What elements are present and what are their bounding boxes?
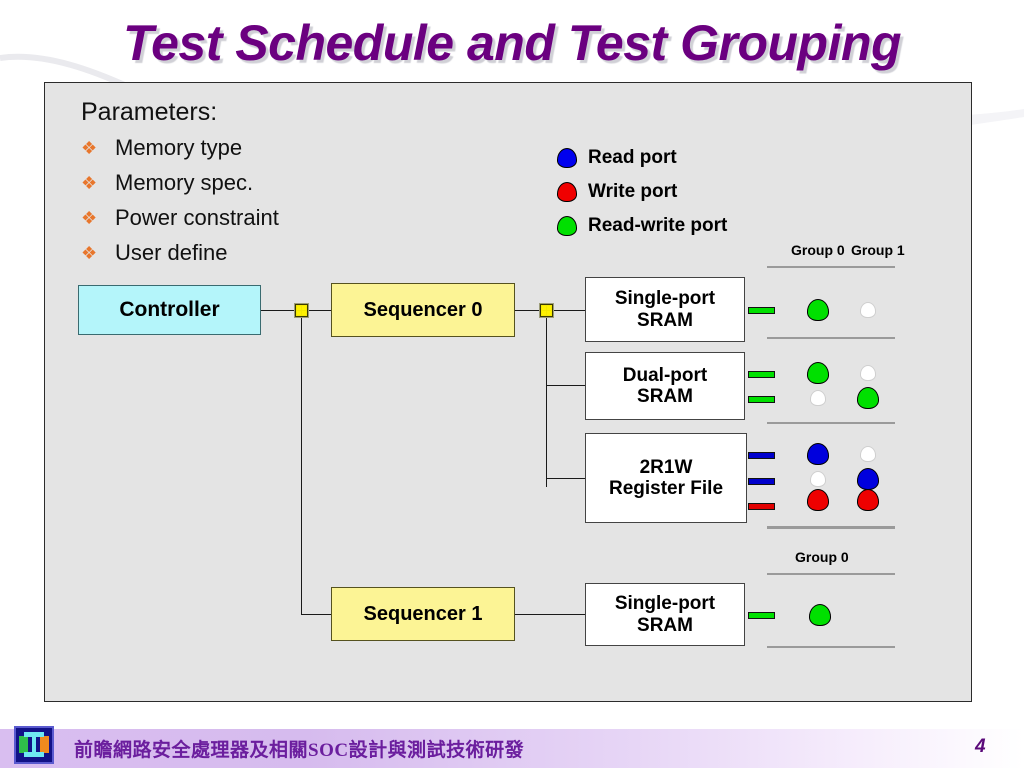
- group-marker-filled[interactable]: [807, 443, 829, 465]
- group-row-divider: [767, 422, 895, 424]
- parameter-item-power-constraint: ❖ Power constraint: [81, 203, 279, 232]
- group-marker-filled[interactable]: [807, 489, 829, 511]
- group-marker-filled[interactable]: [857, 387, 879, 409]
- parameter-label: Memory spec.: [115, 169, 254, 195]
- port-stub-write: [748, 503, 775, 510]
- block-sequencer-0[interactable]: Sequencer 0: [331, 283, 515, 337]
- group-marker-filled[interactable]: [809, 604, 831, 626]
- write-port-dot-icon: [557, 182, 577, 202]
- block-dual-port-sram[interactable]: Dual-port SRAM: [585, 352, 745, 420]
- block-label: Controller: [119, 298, 220, 322]
- wire-junction2-to-single-port: [552, 310, 585, 311]
- parameters-block: Parameters: ❖ Memory type ❖ Memory spec.…: [81, 98, 279, 267]
- block-sequencer-1[interactable]: Sequencer 1: [331, 587, 515, 641]
- legend-label: Read port: [588, 147, 677, 168]
- block-label-line1: 2R1W: [639, 456, 693, 478]
- parameters-heading: Parameters:: [81, 98, 218, 126]
- group-row-divider: [767, 573, 895, 575]
- block-label-line1: Single-port: [614, 593, 716, 615]
- legend-label: Read-write port: [588, 215, 728, 236]
- block-label-line1: Single-port: [614, 288, 716, 310]
- wire-bus-to-register-file: [546, 478, 585, 479]
- wire-bus-to-dual-port: [546, 385, 585, 386]
- group-row-divider: [767, 337, 895, 339]
- legend-label: Write port: [588, 181, 678, 202]
- parameter-item-memory-type: ❖ Memory type: [81, 133, 279, 162]
- parameter-item-memory-spec: ❖ Memory spec.: [81, 168, 279, 197]
- block-register-file-2r1w[interactable]: 2R1W Register File: [585, 433, 747, 523]
- legend-item-write-port: Write port: [557, 175, 727, 209]
- block-label-line2: Register File: [608, 478, 724, 499]
- wire-sequencer1-to-single-port: [515, 614, 585, 615]
- diamond-bullet-icon: ❖: [81, 172, 98, 193]
- page-title: Test Schedule and Test Grouping: [122, 15, 902, 71]
- diamond-bullet-icon: ❖: [81, 242, 98, 263]
- footer-project-text: 前瞻網路安全處理器及相關SOC設計與測試技術研發: [74, 740, 525, 761]
- group-row-divider: [767, 266, 895, 268]
- wire-memory-bus-vertical: [546, 315, 547, 487]
- bus-junction-node-1[interactable]: [295, 304, 308, 317]
- wire-junction-bus-vertical: [301, 315, 302, 615]
- block-label-line2: SRAM: [637, 386, 693, 407]
- port-stub-read-write: [748, 396, 775, 403]
- group-marker-filled[interactable]: [857, 489, 879, 511]
- wire-controller-to-junction: [261, 310, 296, 311]
- group-marker-empty[interactable]: [860, 446, 876, 462]
- parameter-item-user-define: ❖ User define: [81, 238, 279, 267]
- read-write-port-dot-icon: [557, 216, 577, 236]
- group-marker-filled[interactable]: [807, 362, 829, 384]
- group-row-divider: [767, 646, 895, 648]
- group-header-0: Group 0: [791, 242, 845, 258]
- wire-sequencer0-to-junction2: [515, 310, 541, 311]
- group-marker-empty[interactable]: [810, 471, 826, 487]
- group-marker-filled[interactable]: [807, 299, 829, 321]
- group-row-divider: [767, 526, 895, 529]
- port-legend: Read port Write port Read-write port: [557, 141, 727, 243]
- group-marker-empty[interactable]: [860, 302, 876, 318]
- block-label-line1: Dual-port: [622, 364, 708, 386]
- group-marker-empty[interactable]: [810, 390, 826, 406]
- port-stub-read-write: [748, 307, 775, 314]
- project-logo-icon: [14, 726, 54, 764]
- block-label-line2: SRAM: [637, 614, 693, 636]
- block-single-port-sram-1[interactable]: Single-port SRAM: [585, 583, 745, 646]
- port-stub-read: [748, 452, 775, 459]
- port-stub-read-write: [748, 612, 775, 619]
- group-header-1: Group 1: [851, 242, 905, 258]
- block-single-port-sram-0[interactable]: Single-port SRAM: [585, 277, 745, 342]
- block-label-line2: SRAM: [637, 309, 693, 331]
- group-header-lower-0: Group 0: [795, 549, 849, 565]
- diamond-bullet-icon: ❖: [81, 137, 98, 158]
- slide-content-panel: Parameters: ❖ Memory type ❖ Memory spec.…: [44, 82, 972, 702]
- slide-page-number: 4: [975, 736, 986, 757]
- group-marker-filled[interactable]: [857, 468, 879, 490]
- parameter-label: User define: [115, 239, 228, 265]
- bus-junction-node-2[interactable]: [540, 304, 553, 317]
- block-label: Sequencer 0: [363, 298, 483, 321]
- wire-junction-to-sequencer0: [307, 310, 332, 311]
- wire-bus-to-sequencer1: [301, 614, 332, 615]
- parameter-label: Memory type: [115, 134, 243, 160]
- parameter-label: Power constraint: [115, 204, 279, 230]
- footer-bar: [0, 729, 1024, 768]
- legend-item-read-write-port: Read-write port: [557, 209, 727, 243]
- port-stub-read: [748, 478, 775, 485]
- block-label: Sequencer 1: [363, 602, 483, 625]
- block-controller[interactable]: Controller: [78, 285, 261, 335]
- read-port-dot-icon: [557, 148, 577, 168]
- group-marker-empty[interactable]: [860, 365, 876, 381]
- port-stub-read-write: [748, 371, 775, 378]
- diamond-bullet-icon: ❖: [81, 207, 98, 228]
- legend-item-read-port: Read port: [557, 141, 727, 175]
